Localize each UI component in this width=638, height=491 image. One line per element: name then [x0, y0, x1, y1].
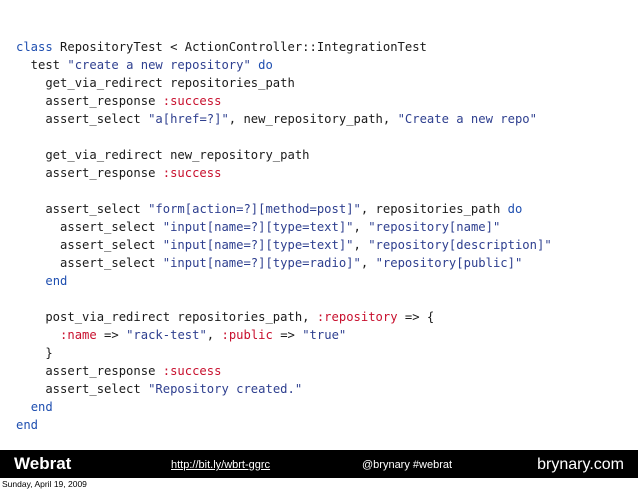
code-token-sym: :success: [162, 364, 222, 378]
code-line: assert_select "input[name=?][type=radio]…: [16, 254, 522, 272]
code-token-plain: assert_response: [16, 364, 163, 378]
code-token-plain: [16, 274, 45, 288]
code-token-plain: post_via_redirect repositories_path,: [16, 310, 317, 324]
code-token-str: "repository[name]": [368, 220, 501, 234]
code-line: end: [16, 416, 38, 434]
code-token-sym: :success: [162, 166, 222, 180]
code-token-str: "Create a new repo": [397, 112, 537, 126]
code-token-plain: ,: [206, 328, 222, 342]
date-caption: Sunday, April 19, 2009: [2, 479, 87, 489]
footer-site: brynary.com: [537, 456, 624, 473]
code-token-plain: , repositories_path: [360, 202, 508, 216]
code-token-plain: [16, 328, 60, 342]
code-token-str: "a[href=?]": [148, 112, 229, 126]
code-token-kw: class: [16, 40, 53, 54]
code-line: class RepositoryTest < ActionController:…: [16, 38, 427, 56]
code-token-str: "form[action=?][method=post]": [148, 202, 361, 216]
footer-handle: @brynary #webrat: [362, 459, 453, 471]
code-token-str: "repository[description]": [368, 238, 552, 252]
code-line: get_via_redirect new_repository_path: [16, 146, 310, 164]
code-line: end: [16, 272, 67, 290]
code-line: assert_select "form[action=?][method=pos…: [16, 200, 522, 218]
code-line: }: [16, 344, 53, 362]
code-line: post_via_redirect repositories_path, :re…: [16, 308, 434, 326]
code-token-plain: assert_response: [16, 94, 163, 108]
code-token-plain: assert_select: [16, 220, 163, 234]
code-token-plain: RepositoryTest < ActionController::Integ…: [52, 40, 427, 54]
code-token-sym: :name: [60, 328, 97, 342]
code-token-str: "input[name=?][type=text]": [162, 238, 354, 252]
code-token-plain: => {: [397, 310, 435, 324]
slide: class RepositoryTest < ActionController:…: [16, 38, 552, 434]
code-token-str: "input[name=?][type=text]": [162, 220, 354, 234]
code-line: assert_response :success: [16, 164, 221, 182]
code-token-kw: end: [30, 400, 53, 414]
code-token-plain: , new_repository_path,: [228, 112, 398, 126]
footer-link[interactable]: http://bit.ly/wbrt-ggrc: [171, 459, 271, 471]
code-token-kw: end: [16, 418, 39, 432]
code-token-plain: assert_select: [16, 238, 163, 252]
code-token-kw: do: [258, 58, 273, 72]
code-token-kw: end: [45, 274, 68, 288]
code-token-plain: =>: [96, 328, 127, 342]
code-token-plain: ,: [360, 256, 376, 270]
code-line: test "create a new repository" do: [16, 56, 273, 74]
code-token-plain: =>: [272, 328, 303, 342]
code-line: assert_select "input[name=?][type=text]"…: [16, 236, 552, 254]
code-token-str: "Repository created.": [148, 382, 303, 396]
code-token-sym: :public: [221, 328, 273, 342]
code-token-plain: assert_select: [16, 382, 149, 396]
code-token-plain: test: [16, 58, 68, 72]
code-token-plain: ,: [353, 220, 369, 234]
code-line: assert_response :success: [16, 362, 221, 380]
code-token-plain: [16, 400, 31, 414]
code-token-plain: assert_select: [16, 256, 163, 270]
code-line: assert_response :success: [16, 92, 221, 110]
code-line: assert_select "Repository created.": [16, 380, 302, 398]
code-token-plain: assert_select: [16, 112, 149, 126]
code-token-plain: assert_response: [16, 166, 163, 180]
code-token-str: "rack-test": [126, 328, 207, 342]
code-token-str: "input[name=?][type=radio]": [162, 256, 361, 270]
code-token-str: "create a new repository": [67, 58, 251, 72]
code-token-plain: get_via_redirect repositories_path: [16, 76, 295, 90]
code-token-plain: ,: [353, 238, 369, 252]
code-token-plain: assert_select: [16, 202, 149, 216]
code-token-sym: :success: [162, 94, 222, 108]
code-line: assert_select "a[href=?]", new_repositor…: [16, 110, 537, 128]
code-line: end: [16, 398, 53, 416]
footer-brand: Webrat: [14, 454, 72, 473]
code-line: :name => "rack-test", :public => "true": [16, 326, 346, 344]
code-token-plain: get_via_redirect new_repository_path: [16, 148, 310, 162]
code-token-str: "repository[public]": [375, 256, 523, 270]
code-line: get_via_redirect repositories_path: [16, 74, 295, 92]
code-line: assert_select "input[name=?][type=text]"…: [16, 218, 500, 236]
code-token-kw: do: [507, 202, 523, 216]
code-token-sym: :repository: [316, 310, 398, 324]
code-token-plain: }: [16, 346, 53, 360]
slide-footer: Webrat http://bit.ly/wbrt-ggrc @brynary …: [0, 450, 638, 478]
code-token-str: "true": [302, 328, 347, 342]
